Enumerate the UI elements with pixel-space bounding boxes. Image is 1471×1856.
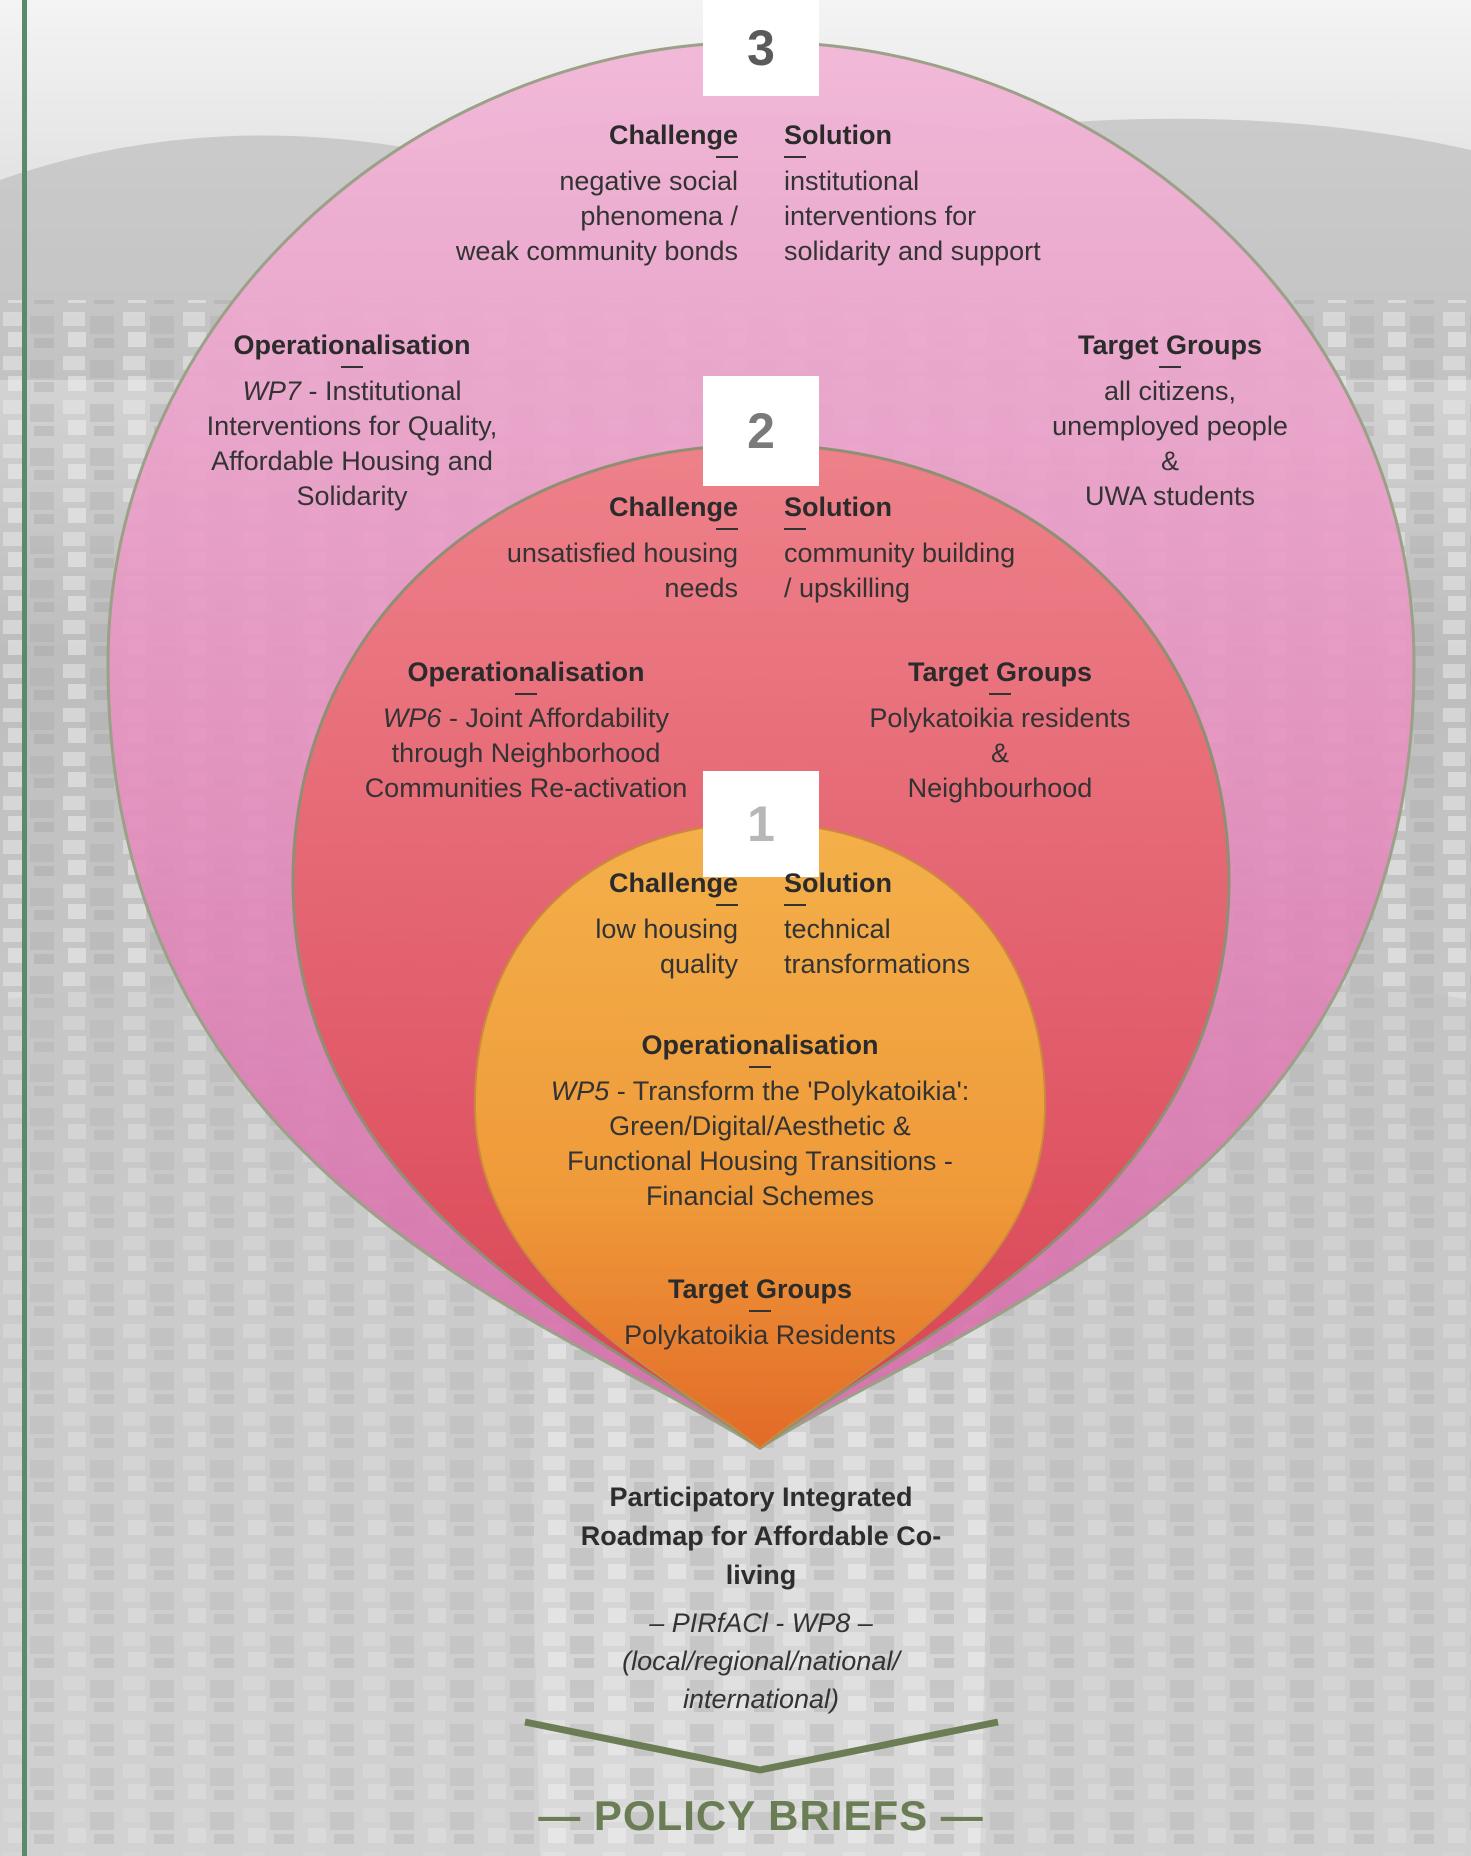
solution-heading: Solution bbox=[784, 120, 892, 150]
target-groups-line: & bbox=[990, 738, 1009, 768]
divider bbox=[749, 1310, 771, 1312]
challenge-line: negative social bbox=[559, 166, 738, 196]
divider bbox=[716, 904, 738, 906]
solution-heading: Solution bbox=[784, 492, 892, 522]
target-groups-line: unemployed people bbox=[1052, 411, 1288, 441]
divider bbox=[341, 366, 363, 368]
solution-line: transformations bbox=[784, 949, 971, 979]
operationalisation-line: WP7 - Institutional bbox=[242, 376, 462, 406]
ring-3-operationalisation: Operationalisation WP7 - Institutional I… bbox=[172, 328, 532, 514]
challenge-line: weak community bonds bbox=[455, 236, 738, 266]
chevron-down-icon bbox=[524, 1718, 999, 1774]
challenge-line: unsatisfied housing bbox=[506, 538, 738, 568]
operationalisation-line: WP6 - Joint Affordability bbox=[382, 703, 670, 733]
challenge-line: quality bbox=[659, 949, 738, 979]
challenge-line: low housing bbox=[595, 914, 738, 944]
divider bbox=[989, 693, 1011, 695]
operationalisation-line: through Neighborhood bbox=[391, 738, 661, 768]
work-package-code: WP5 bbox=[550, 1076, 610, 1106]
roadmap-subtitle-line: (local/regional/national/ bbox=[622, 1646, 900, 1676]
divider bbox=[515, 693, 537, 695]
target-groups-line: Neighbourhood bbox=[907, 773, 1093, 803]
ring-3-target-groups: Target Groups all citizens, unemployed p… bbox=[1020, 328, 1320, 514]
roadmap-title-line: living bbox=[725, 1560, 797, 1590]
ring-2-number-badge: 2 bbox=[703, 376, 819, 486]
operationalisation-heading: Operationalisation bbox=[233, 330, 471, 360]
target-groups-heading: Target Groups bbox=[907, 657, 1093, 687]
challenge-line: needs bbox=[664, 573, 738, 603]
challenge-line: phenomena / bbox=[580, 201, 738, 231]
work-package-code: WP6 bbox=[382, 703, 442, 733]
ring-1-target-groups: Target Groups Polykatoikia Residents bbox=[560, 1272, 960, 1353]
ring-1-operationalisation: Operationalisation WP5 - Transform the '… bbox=[515, 1028, 1005, 1214]
divider bbox=[784, 528, 806, 530]
operationalisation-line: Functional Housing Transitions - bbox=[567, 1146, 953, 1176]
left-accent-bar bbox=[22, 0, 27, 1856]
ring-1-number-badge: 1 bbox=[703, 771, 819, 877]
operationalisation-line: Green/Digital/Aesthetic & bbox=[609, 1111, 911, 1141]
roadmap-subtitle: – PIRfACl - WP8 – (local/regional/nation… bbox=[520, 1604, 1002, 1718]
target-groups-line: & bbox=[1160, 446, 1179, 476]
ring-3-number-badge: 3 bbox=[703, 0, 819, 96]
operationalisation-line: Affordable Housing and bbox=[211, 446, 493, 476]
ring-2-challenge: Challenge unsatisfied housing needs bbox=[440, 490, 738, 606]
target-groups-line: Polykatoikia Residents bbox=[624, 1320, 896, 1350]
operationalisation-line: Financial Schemes bbox=[645, 1181, 875, 1211]
policy-briefs-label: — POLICY BRIEFS — bbox=[538, 1792, 984, 1839]
ring-3-challenge: Challenge negative social phenomena / we… bbox=[400, 118, 738, 269]
divider bbox=[749, 1066, 771, 1068]
target-groups-line: Polykatoikia residents bbox=[869, 703, 1131, 733]
ring-2-target-groups: Target Groups Polykatoikia residents & N… bbox=[845, 655, 1155, 806]
solution-line: interventions for bbox=[784, 201, 977, 231]
ring-1-solution: Solution technical transformations bbox=[784, 866, 1014, 982]
roadmap-title-line: Participatory Integrated bbox=[609, 1482, 913, 1512]
solution-line: community building bbox=[784, 538, 1016, 568]
divider bbox=[784, 904, 806, 906]
ring-2-solution: Solution community building / upskilling bbox=[784, 490, 1084, 606]
challenge-heading: Challenge bbox=[608, 120, 738, 150]
operationalisation-line: Solidarity bbox=[296, 481, 408, 511]
roadmap-subtitle-line: international) bbox=[682, 1684, 840, 1714]
solution-line: solidarity and support bbox=[784, 236, 1041, 266]
roadmap-title: Participatory Integrated Roadmap for Aff… bbox=[520, 1478, 1002, 1595]
challenge-heading: Challenge bbox=[608, 492, 738, 522]
operationalisation-line: Interventions for Quality, bbox=[206, 411, 498, 441]
target-groups-line: all citizens, bbox=[1103, 376, 1237, 406]
target-groups-line: UWA students bbox=[1084, 481, 1256, 511]
divider bbox=[784, 156, 806, 158]
operationalisation-heading: Operationalisation bbox=[641, 1030, 879, 1060]
ring-2-operationalisation: Operationalisation WP6 - Joint Affordabi… bbox=[336, 655, 716, 806]
operationalisation-line: Communities Re-activation bbox=[364, 773, 688, 803]
ring-3-solution: Solution institutional interventions for… bbox=[784, 118, 1114, 269]
target-groups-heading: Target Groups bbox=[1077, 330, 1263, 360]
solution-line: technical bbox=[784, 914, 891, 944]
solution-heading: Solution bbox=[784, 868, 892, 898]
target-groups-heading: Target Groups bbox=[667, 1274, 853, 1304]
divider bbox=[1159, 366, 1181, 368]
work-package-code: WP7 bbox=[242, 376, 301, 406]
roadmap-title-line: Roadmap for Affordable Co- bbox=[580, 1521, 942, 1551]
solution-line: institutional bbox=[784, 166, 920, 196]
divider bbox=[716, 528, 738, 530]
ring-1-challenge: Challenge low housing quality bbox=[540, 866, 738, 982]
operationalisation-heading: Operationalisation bbox=[407, 657, 645, 687]
challenge-heading: Challenge bbox=[608, 868, 738, 898]
solution-line: / upskilling bbox=[784, 573, 911, 603]
operationalisation-line: WP5 - Transform the 'Polykatoikia': bbox=[550, 1076, 970, 1106]
roadmap-subtitle-line: – PIRfACl - WP8 – bbox=[649, 1608, 873, 1638]
divider bbox=[716, 156, 738, 158]
